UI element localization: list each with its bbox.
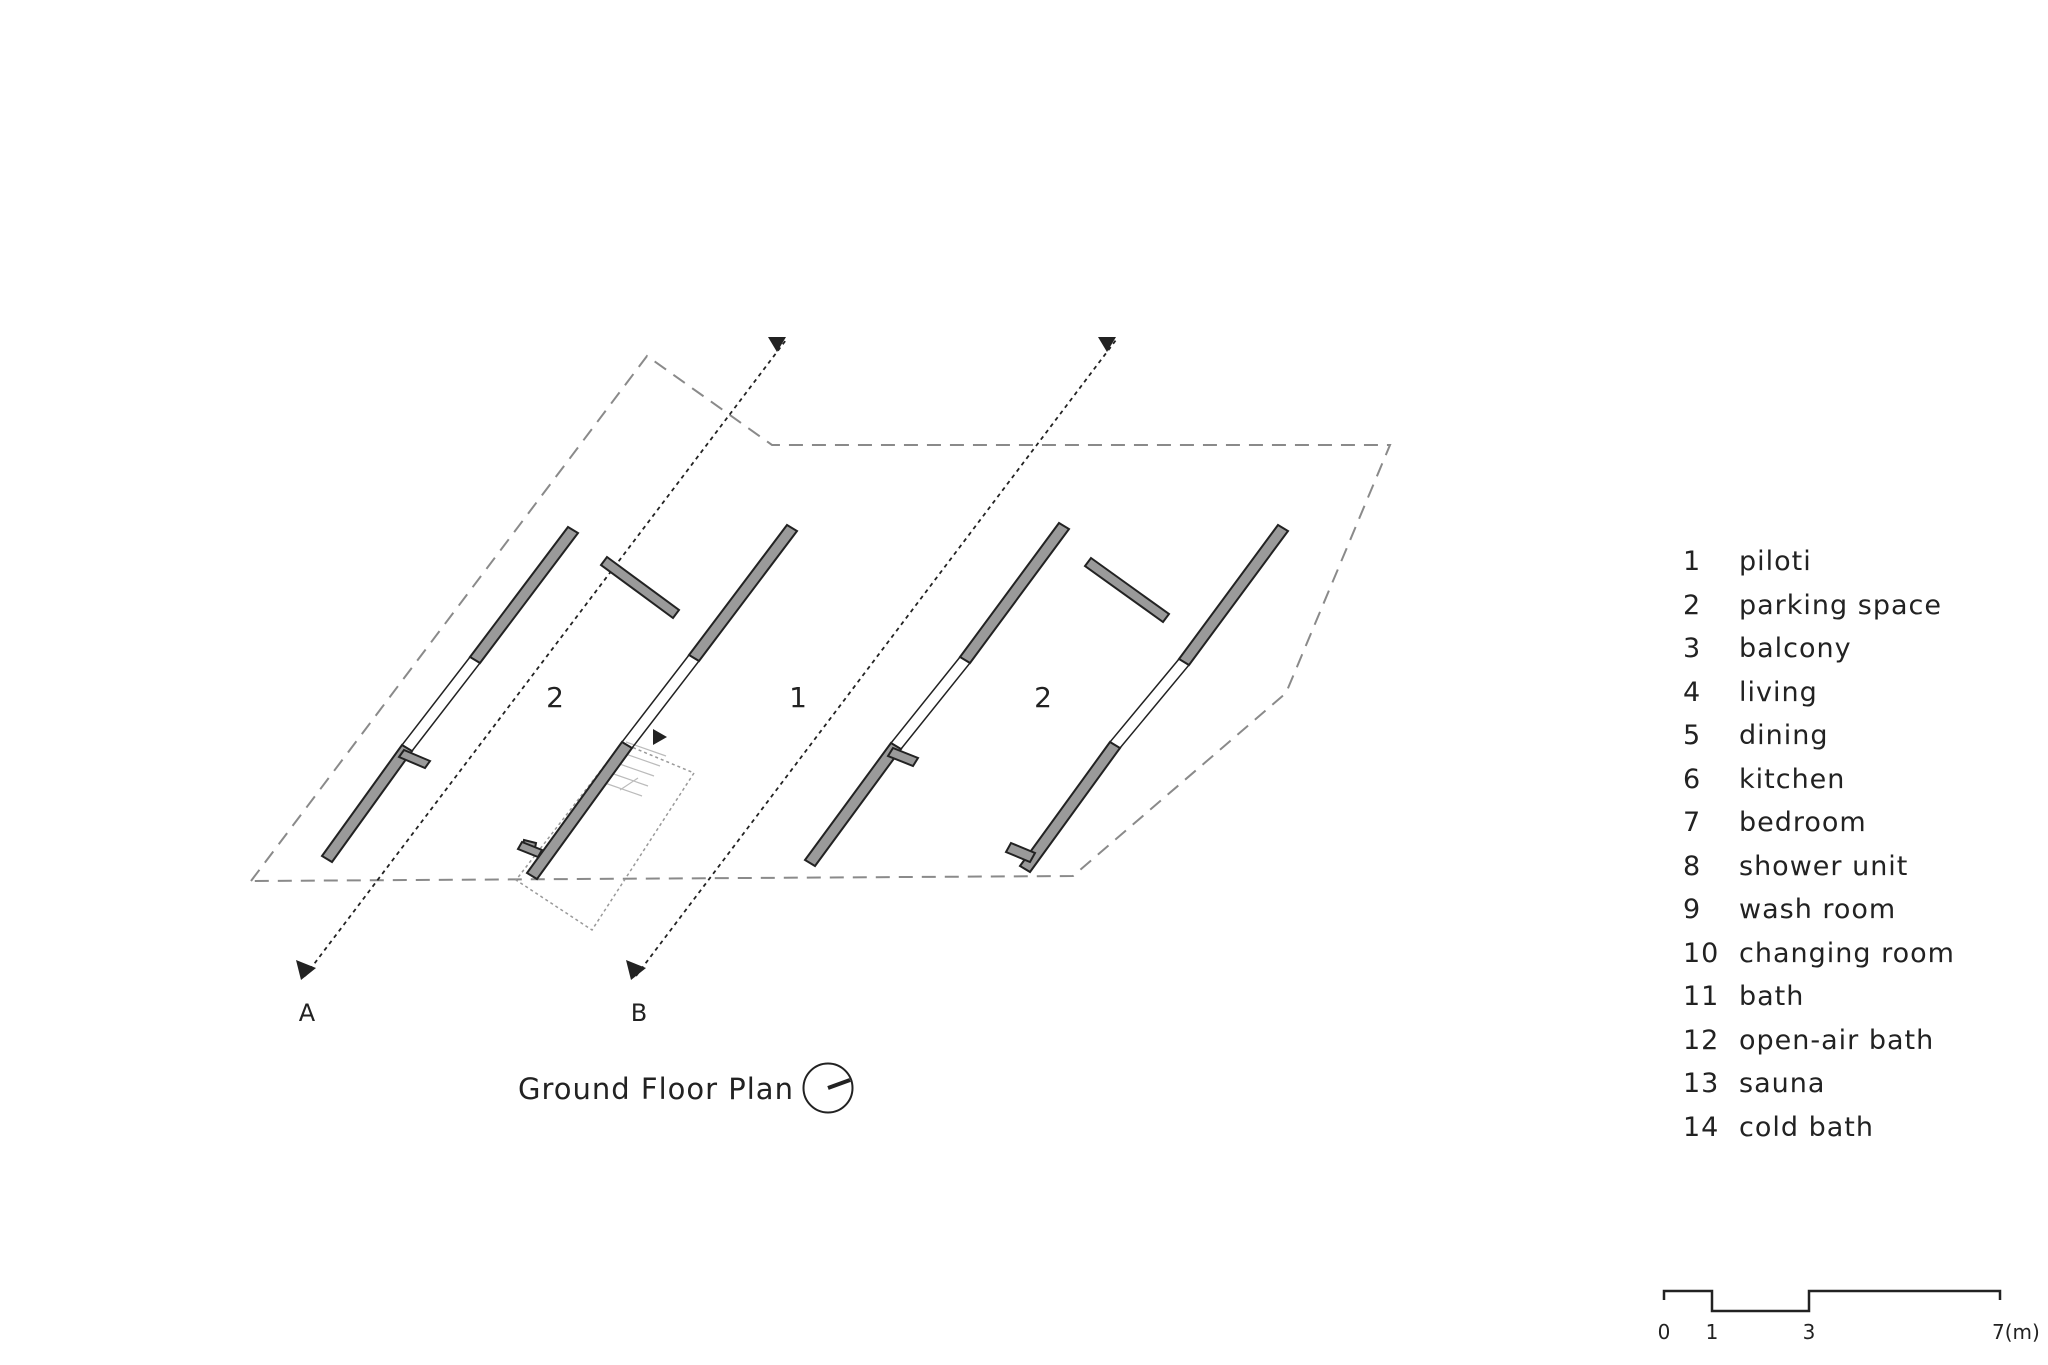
legend-number: 7 — [1683, 807, 1702, 839]
wall-segment — [803, 741, 903, 868]
wall-segment — [397, 748, 432, 770]
legend-label: sauna — [1739, 1068, 1826, 1100]
section-arrow-a-bottom — [296, 960, 316, 980]
legend-label: open-air bath — [1739, 1024, 1935, 1056]
wall-segment — [320, 743, 414, 864]
legend-number: 11 — [1683, 981, 1720, 1013]
section-line-b — [635, 339, 1117, 977]
site-boundary — [250, 354, 1392, 882]
legend-number: 3 — [1683, 633, 1702, 665]
wall-segment — [516, 840, 544, 859]
section-arrow-b-bottom — [626, 960, 646, 980]
legend-number: 13 — [1683, 1068, 1720, 1100]
scale-label-3: 3 — [1803, 1320, 1816, 1344]
legend-number: 4 — [1683, 676, 1702, 708]
legend-number: 2 — [1683, 589, 1702, 621]
scale-label-7m: 7(m) — [1992, 1320, 2040, 1344]
walls — [320, 521, 1290, 881]
wall-segment — [1083, 556, 1171, 624]
section-label-b: B — [631, 999, 647, 1027]
wall-segment — [1004, 841, 1037, 864]
legend-number: 10 — [1683, 937, 1720, 969]
legend-label: wash room — [1739, 894, 1897, 926]
section-arrow-a-top — [768, 337, 786, 352]
wall-segment — [1177, 523, 1290, 667]
legend-row: 9 wash room — [1683, 888, 2013, 932]
window-opening — [1108, 658, 1191, 749]
legend-label: parking space — [1739, 589, 1942, 621]
stair-treads — [601, 741, 667, 797]
openings — [400, 654, 1191, 752]
legend-row: 13 sauna — [1683, 1062, 2013, 1106]
wall-segment — [599, 555, 681, 620]
legend-number: 9 — [1683, 894, 1702, 926]
legend-row: 2 parking space — [1683, 584, 2013, 628]
legend-row: 5 dining — [1683, 714, 2013, 758]
legend-label: shower unit — [1739, 850, 1909, 882]
window-opening — [889, 656, 972, 750]
legend-label: bath — [1739, 981, 1805, 1013]
legend-number: 6 — [1683, 763, 1702, 795]
section-arrow-b-top — [1098, 337, 1116, 352]
wall-segment — [886, 746, 920, 768]
scale-label-0: 0 — [1658, 1320, 1671, 1344]
wall-segment — [958, 521, 1071, 665]
window-opening — [400, 656, 482, 752]
legend-number: 12 — [1683, 1024, 1720, 1056]
legend-row: 10 changing room — [1683, 932, 2013, 976]
legend-row: 6 kitchen — [1683, 758, 2013, 802]
legend-label: piloti — [1739, 546, 1812, 578]
legend-label: kitchen — [1739, 763, 1846, 795]
wall-segment — [468, 525, 580, 665]
legend-row: 7 bedroom — [1683, 801, 2013, 845]
legend-label: changing room — [1739, 937, 1955, 969]
legend-row: 14 cold bath — [1683, 1106, 2013, 1150]
legend-row: 4 living — [1683, 671, 2013, 715]
legend-row: 8 shower unit — [1683, 845, 2013, 889]
legend-number: 8 — [1683, 850, 1702, 882]
window-opening — [620, 654, 701, 749]
scale-label-1: 1 — [1706, 1320, 1719, 1344]
entry-arrow-icon — [653, 729, 667, 745]
legend-row: 3 balcony — [1683, 627, 2013, 671]
legend-row: 11 bath — [1683, 975, 2013, 1019]
legend-row: 1 piloti — [1683, 540, 2013, 584]
legend-number: 1 — [1683, 546, 1702, 578]
legend-number: 14 — [1683, 1111, 1720, 1143]
room-number-parking-left: 2 — [546, 681, 564, 714]
north-arrow-icon — [802, 1062, 854, 1114]
legend-label: balcony — [1739, 633, 1852, 665]
wall-segment — [525, 740, 634, 881]
legend-label: dining — [1739, 720, 1829, 752]
room-number-parking-right: 2 — [1034, 681, 1052, 714]
legend-label: bedroom — [1739, 807, 1867, 839]
section-label-a: A — [299, 999, 316, 1027]
legend-label: living — [1739, 676, 1818, 708]
room-number-piloti: 1 — [789, 681, 807, 714]
stair-outline — [514, 742, 696, 932]
plan-title: Ground Floor Plan — [518, 1072, 794, 1106]
legend-number: 5 — [1683, 720, 1702, 752]
wall-segment — [687, 523, 799, 663]
scale-bar — [1662, 1289, 2002, 1313]
section-line-a — [304, 339, 787, 977]
legend-label: cold bath — [1739, 1111, 1874, 1143]
legend-row: 12 open-air bath — [1683, 1019, 2013, 1063]
